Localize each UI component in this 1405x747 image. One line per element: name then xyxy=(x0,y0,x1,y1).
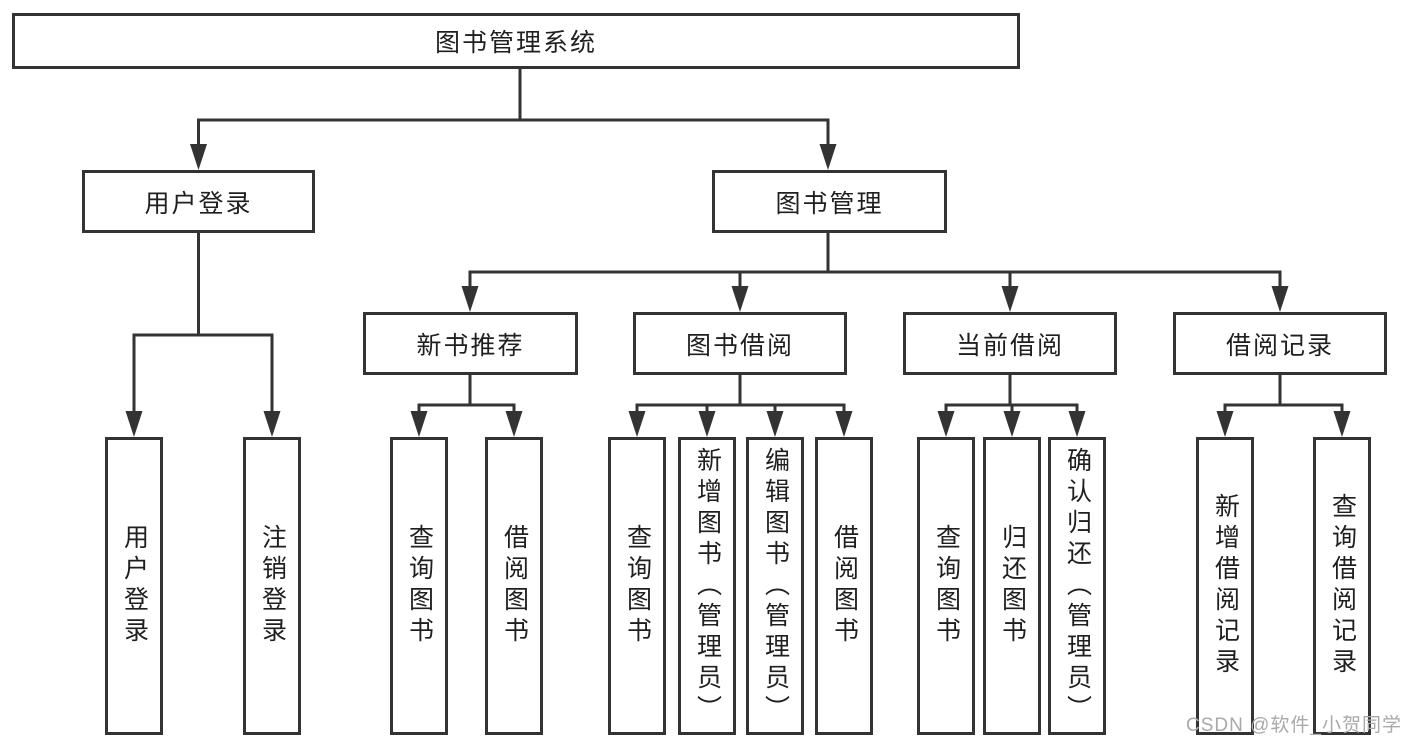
node-root-library-system: 图书管理系统 xyxy=(12,13,1020,69)
node-current-borrow: 当前借阅 xyxy=(903,312,1117,375)
node-book-borrow: 图书借阅 xyxy=(633,312,847,375)
leaf-cb-confirm-return-admin: 确认归还（管理员） xyxy=(1048,437,1106,735)
leaf-cb-return-book: 归还图书 xyxy=(983,437,1041,735)
leaf-bb-borrow-book: 借阅图书 xyxy=(815,437,873,735)
node-book-management: 图书管理 xyxy=(712,170,947,233)
node-borrow-records: 借阅记录 xyxy=(1173,312,1387,375)
leaf-br-add-record: 新增借阅记录 xyxy=(1196,437,1254,735)
leaf-bb-edit-book-admin: 编辑图书（管理员） xyxy=(746,437,804,735)
leaf-bb-add-book-admin: 新增图书（管理员） xyxy=(678,437,736,735)
leaf-bb-query-book: 查询图书 xyxy=(608,437,666,735)
leaf-user-login: 用户登录 xyxy=(105,437,163,735)
csdn-watermark: CSDN @软件_小贺同学 xyxy=(1186,715,1402,736)
leaf-br-query-record: 查询借阅记录 xyxy=(1313,437,1371,735)
leaf-nbr-query-book: 查询图书 xyxy=(390,437,448,735)
node-user-login: 用户登录 xyxy=(82,170,315,233)
leaf-logout: 注销登录 xyxy=(243,437,301,735)
leaf-nbr-borrow-book: 借阅图书 xyxy=(485,437,543,735)
node-new-book-recommend: 新书推荐 xyxy=(363,312,578,375)
leaf-cb-query-book: 查询图书 xyxy=(917,437,975,735)
